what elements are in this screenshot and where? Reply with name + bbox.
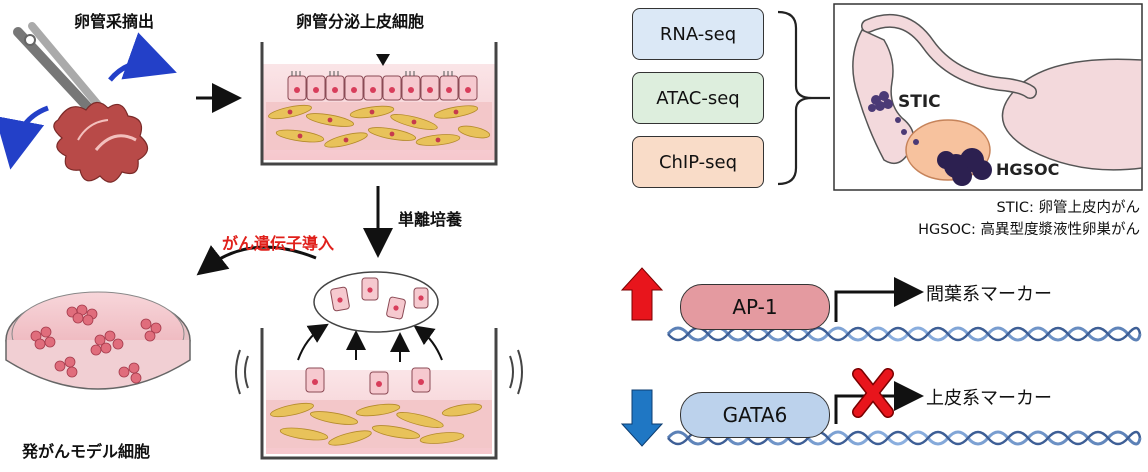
gata6-factor: GATA6 <box>680 392 830 438</box>
hgsoc-label: HGSOC <box>996 160 1060 179</box>
anatomy-panel <box>833 3 1143 191</box>
stic-definition: STIC: 卵管上皮内がん <box>996 200 1140 216</box>
step-isolation-label: 単離培養 <box>398 210 463 229</box>
upregulation-arrow <box>620 267 664 321</box>
step-model-label: 発がんモデル細胞 <box>22 442 151 461</box>
epithelial-marker-label: 上皮系マーカー <box>926 388 1052 409</box>
culture-well-top <box>260 42 498 166</box>
mesenchymal-marker-label: 間葉系マーカー <box>926 284 1052 305</box>
step-extract-label: 卵管采摘出 <box>74 12 155 31</box>
dna-helix-lower <box>666 430 1142 446</box>
arrow-oncogene <box>196 245 317 276</box>
promoter-arrow-up <box>834 277 924 322</box>
promoter-arrow-down <box>834 381 924 424</box>
inhibition-x-icon <box>852 368 894 418</box>
downregulation-arrow <box>620 389 664 447</box>
stic-label: STIC <box>898 92 941 112</box>
dna-helix-upper <box>666 326 1142 342</box>
chip-seq-box: ChIP-seq <box>632 136 764 188</box>
petri-dish <box>5 291 191 390</box>
step-epithelium-label: 卵管分泌上皮細胞 <box>296 12 425 31</box>
seq-bracket <box>777 10 813 186</box>
atac-seq-box: ATAC-seq <box>632 72 764 124</box>
forceps-tube-illustration <box>0 22 177 183</box>
ap1-factor: AP-1 <box>680 284 830 330</box>
rna-seq-box: RNA-seq <box>632 8 764 60</box>
step-oncogene-label: がん遺伝子導入 <box>222 234 335 253</box>
culture-well-bottom <box>235 271 523 460</box>
hgsoc-definition: HGSOC: 高異型度漿液性卵巣がん <box>918 222 1140 238</box>
